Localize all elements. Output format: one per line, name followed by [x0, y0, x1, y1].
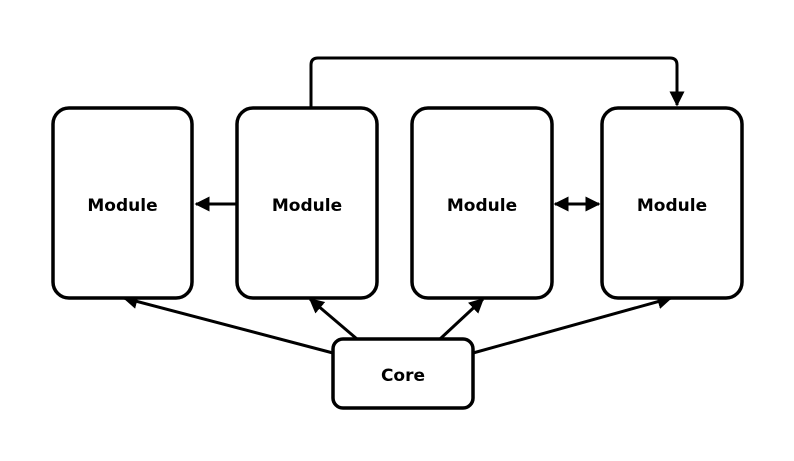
module-label: Module	[637, 196, 707, 216]
edge-module2-to-module4	[309, 56, 685, 108]
module-box-2: Module	[235, 106, 379, 300]
edge-core-to-module1	[122, 294, 334, 355]
edge-core-to-module4	[472, 294, 673, 355]
core-box: Core	[331, 337, 475, 410]
module-box-4: Module	[600, 106, 744, 300]
edges	[122, 56, 685, 355]
edge-core-to-module3	[438, 297, 485, 341]
module-label: Module	[87, 196, 157, 216]
module-box-1: Module	[51, 106, 194, 300]
module-label: Module	[447, 196, 517, 216]
core-label: Core	[381, 366, 425, 386]
edge-core-to-module2	[308, 297, 358, 341]
module-label: Module	[272, 196, 342, 216]
module-box-3: Module	[410, 106, 554, 300]
